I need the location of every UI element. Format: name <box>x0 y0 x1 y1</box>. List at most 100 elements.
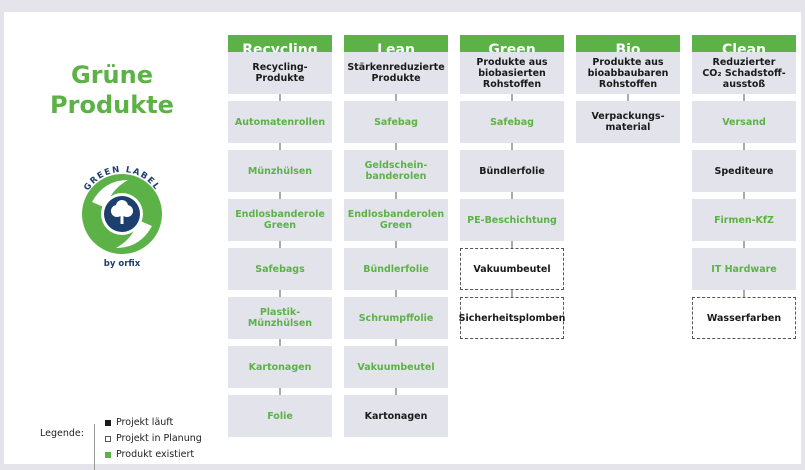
connector-line <box>627 94 629 102</box>
legend-text: Produkt existiert <box>116 449 195 460</box>
product-cell-label: Plastik- Münzhülsen <box>247 307 313 329</box>
product-cell-label: Bündlerfolie <box>479 165 545 177</box>
connector-line <box>511 94 513 102</box>
product-cell-label: Firmen-KfZ <box>714 214 774 226</box>
product-cell: Kartonagen <box>228 346 332 388</box>
connector-line <box>279 192 281 200</box>
product-cell: Spediteure <box>692 150 796 192</box>
product-cell-label: Wasserfarben <box>706 312 782 324</box>
connector-line <box>279 241 281 249</box>
product-cell: Firmen-KfZ <box>692 199 796 241</box>
product-cell-label: Schrumpffolie <box>358 312 434 324</box>
product-cell: Safebags <box>228 248 332 290</box>
product-cell: Folie <box>228 395 332 437</box>
legend-swatch <box>105 435 111 442</box>
product-cell: Münzhülsen <box>228 150 332 192</box>
connector-line <box>743 290 745 298</box>
legend-divider <box>94 424 95 470</box>
product-cell: Plastik- Münzhülsen <box>228 297 332 339</box>
product-cell-label: Automatenrollen <box>234 116 326 128</box>
connector-line <box>511 143 513 151</box>
connector-line <box>395 241 397 249</box>
connector-line <box>395 290 397 298</box>
connector-line <box>511 241 513 249</box>
logo-bottom-text: by orfix <box>104 259 141 269</box>
legend-item-running: Projekt läuft <box>105 417 173 428</box>
product-cell: Geldschein- banderolen <box>344 150 448 192</box>
product-cell-label: PE-Beschichtung <box>467 214 557 226</box>
product-cell: Reduzierter CO₂ Schadstoff- ausstoß <box>692 52 796 94</box>
product-cell-label: Endlosbanderolen Green <box>347 209 445 231</box>
product-cell-label: Endlosbanderole Green <box>235 209 325 231</box>
connector-line <box>511 192 513 200</box>
product-cell-label: Safebags <box>255 263 305 275</box>
title-line-1: Grüne <box>71 61 153 89</box>
product-cell-label: Produkte aus bioabbaubaren Rohstoffen <box>587 56 669 90</box>
product-cell: Versand <box>692 101 796 143</box>
connector-line <box>395 143 397 151</box>
product-cell: Endlosbanderole Green <box>228 199 332 241</box>
product-cell: Wasserfarben <box>692 297 796 339</box>
product-cell: Produkte aus biobasierten Rohstoffen <box>460 52 564 94</box>
product-cell-label: Reduzierter CO₂ Schadstoff- ausstoß <box>702 56 786 90</box>
legend-text: Projekt in Planung <box>116 433 202 444</box>
product-cell: Vakuumbeutel <box>344 346 448 388</box>
product-cell-label: Vakuumbeutel <box>357 361 435 373</box>
legend-swatch <box>105 419 111 426</box>
connector-line <box>395 388 397 396</box>
product-cell: Endlosbanderolen Green <box>344 199 448 241</box>
connector-line <box>279 94 281 102</box>
product-cell-label: Kartonagen <box>364 410 428 422</box>
legend-label: Legende: <box>40 428 84 439</box>
product-cell: Recycling- Produkte <box>228 52 332 94</box>
product-cell: Automatenrollen <box>228 101 332 143</box>
product-cell: Vakuumbeutel <box>460 248 564 290</box>
product-cell-label: Spediteure <box>714 165 774 177</box>
product-cell-label: Geldschein- banderolen <box>364 160 428 182</box>
connector-line <box>395 339 397 347</box>
product-cell-label: IT Hardware <box>711 263 777 275</box>
product-cell: Produkte aus bioabbaubaren Rohstoffen <box>576 52 680 94</box>
product-cell: IT Hardware <box>692 248 796 290</box>
product-cell: Stärkenreduzierte Produkte <box>344 52 448 94</box>
product-cell-label: Stärkenreduzierte Produkte <box>347 62 445 84</box>
product-cell: Bündlerfolie <box>460 150 564 192</box>
diagram-frame: Grüne Produkte GREEN LABEL by orfix Recy… <box>4 12 801 470</box>
connector-line <box>511 290 513 298</box>
product-cell: Safebag <box>344 101 448 143</box>
product-cell: PE-Beschichtung <box>460 199 564 241</box>
product-cell: Kartonagen <box>344 395 448 437</box>
product-cell-label: Safebag <box>374 116 418 128</box>
product-cell: Schrumpffolie <box>344 297 448 339</box>
legend-item-planned: Projekt in Planung <box>105 433 202 444</box>
product-cell-label: Produkte aus biobasierten Rohstoffen <box>476 56 548 90</box>
legend-item-existing: Produkt existiert <box>105 449 194 460</box>
connector-line <box>279 339 281 347</box>
product-cell-label: Bündlerfolie <box>363 263 429 275</box>
product-cell-label: Folie <box>267 410 293 422</box>
connector-line <box>395 94 397 102</box>
connector-line <box>743 143 745 151</box>
product-cell-label: Recycling- Produkte <box>252 62 308 84</box>
connector-line <box>279 290 281 298</box>
product-cell: Bündlerfolie <box>344 248 448 290</box>
product-cell-label: Sicherheitsplomben <box>458 312 566 324</box>
product-cell-label: Vakuumbeutel <box>473 263 551 275</box>
connector-line <box>279 143 281 151</box>
green-label-logo: GREEN LABEL by orfix <box>82 165 162 269</box>
product-cell-label: Safebag <box>490 116 534 128</box>
product-cell-label: Münzhülsen <box>247 165 313 177</box>
connector-line <box>743 94 745 102</box>
page-title: Grüne Produkte <box>12 60 212 120</box>
connector-line <box>743 241 745 249</box>
product-cell-label: Versand <box>722 116 766 128</box>
legend-text: Projekt läuft <box>116 417 174 428</box>
connector-line <box>743 192 745 200</box>
legend-swatch <box>105 451 111 458</box>
connector-line <box>279 388 281 396</box>
title-line-2: Produkte <box>50 91 174 119</box>
